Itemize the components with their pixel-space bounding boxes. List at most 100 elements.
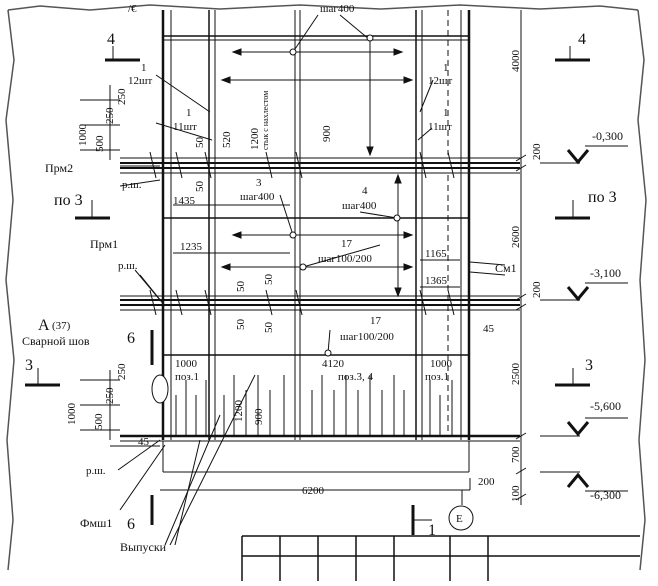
dim-r-100: 100 (510, 485, 522, 502)
section-mark-3-left: 3 (25, 357, 33, 374)
callout-a37-num: (37) (52, 320, 71, 332)
axis-e-bubble (448, 505, 474, 531)
dim-900-top: 900 (321, 125, 333, 142)
dim-1200-bot: 1200 (233, 400, 245, 423)
dim-f50-d: 50 (235, 319, 247, 331)
dim-r-4000: 4000 (510, 50, 522, 73)
level-markers (566, 145, 628, 492)
callout-rsh-1: р.ш. (122, 179, 142, 191)
starter-bars (175, 375, 453, 436)
dim-l-1000a: 1000 (77, 124, 89, 147)
pos-left-1000: 1000 (175, 358, 198, 370)
level-4: -6,300 (590, 488, 621, 502)
dim-520: 520 (221, 131, 233, 148)
internal-dimensions (173, 40, 460, 298)
dim-r-200a: 200 (531, 143, 543, 160)
leader-lines (155, 14, 506, 357)
dim-l-500a: 500 (94, 135, 106, 152)
pos-right: поз.1 (425, 371, 449, 383)
vertical-note: стык с нахлестом (261, 91, 270, 150)
dim-45-bot: 45 (138, 436, 150, 448)
section-cut-markers (25, 46, 590, 535)
dim-f50-c: 50 (235, 281, 247, 293)
qty-right-one-a: 1 (443, 62, 449, 74)
dim-r-700: 700 (510, 446, 522, 463)
step-17b-step: шаг100/200 (340, 331, 394, 343)
pos-mid: поз.3, 4 (338, 371, 373, 383)
step-4: 4 (362, 185, 368, 197)
dim-l-250d: 250 (104, 387, 116, 404)
dim-r-2500: 2500 (510, 363, 522, 386)
pos-right-1000: 1000 (430, 358, 453, 370)
band-ticks (149, 151, 455, 316)
qty-right-one-b: 1 (443, 107, 449, 119)
dim-l-250a: 250 (116, 88, 128, 105)
dim-r-2600: 2600 (510, 226, 522, 249)
section-po3-right: по 3 (588, 189, 617, 206)
dim-200-bot: 200 (478, 476, 495, 488)
dim-l-250b: 250 (104, 107, 116, 124)
dim-f50-f: 50 (263, 322, 275, 334)
callout-prm1: Прм1 (90, 237, 118, 251)
markers (151, 374, 474, 531)
callout-rsh-3: р.ш. (86, 465, 106, 477)
pos-left: поз.1 (175, 371, 199, 383)
right-dimension-chain (515, 10, 580, 505)
section-po3-left: по 3 (54, 192, 83, 209)
qty-left-one-a: 1 (141, 62, 147, 74)
dim-l-1000b: 1000 (66, 403, 78, 426)
dim-1165: 1165 (425, 248, 447, 260)
qty-left-one-b: 1 (186, 107, 192, 119)
header-fragment-left: /€ (128, 3, 137, 15)
callout-cm1: См1 (495, 261, 517, 275)
qty-right-11: 11шт (428, 121, 452, 133)
dim-45: 45 (483, 323, 495, 335)
section-mark-3-right: 3 (585, 357, 593, 374)
weld-oval (151, 374, 169, 404)
dim-1235: 1235 (180, 241, 203, 253)
qty-left-12: 12шт (128, 75, 152, 87)
torn-paper-frame (5, 4, 647, 571)
title-block (241, 535, 640, 581)
column-frame (120, 10, 520, 473)
dim-f50-b: 50 (194, 181, 206, 193)
callout-vypuski: Выпуски (120, 540, 167, 554)
qty-right-12: 12шт (428, 75, 452, 87)
dim-1365: 1365 (425, 275, 448, 287)
callout-fmsh1: Фмш1 (80, 516, 112, 530)
dim-6200: 6200 (302, 485, 325, 497)
section-mark-1: 1 (428, 522, 436, 539)
dim-f50-e: 50 (263, 274, 275, 286)
section-mark-4-right: 4 (578, 31, 586, 48)
dim-f50-a: 50 (194, 137, 206, 149)
level-3: -5,600 (590, 399, 621, 413)
left-dimension-ticks (80, 85, 471, 546)
callout-a37-letter: А (38, 317, 50, 334)
step-17a: 17 (341, 238, 353, 250)
dim-l-250c: 250 (116, 363, 128, 380)
header-fragment-center: шаг400 (320, 3, 355, 15)
step-3-step: шаг400 (240, 191, 275, 203)
dim-1200-top: 1200 (249, 128, 261, 151)
level-2: -3,100 (590, 266, 621, 280)
section-mark-4-left: 4 (107, 31, 115, 48)
qty-left-11: 11шт (173, 121, 197, 133)
section-mark-6-top: 6 (127, 330, 135, 347)
step-4-step: шаг400 (342, 200, 377, 212)
step-3: 3 (256, 177, 262, 189)
dim-r-200b: 200 (531, 281, 543, 298)
section-mark-6-bottom: 6 (127, 516, 135, 533)
callout-prm2: Прм2 (45, 161, 73, 175)
callout-weld: Сварной шов (22, 334, 90, 348)
level-1: -0,300 (592, 129, 623, 143)
dim-1435: 1435 (173, 195, 196, 207)
pos-mid-4120: 4120 (322, 358, 345, 370)
axis-e-label: Е (456, 513, 463, 525)
dim-l-500b: 500 (93, 413, 105, 430)
callout-rsh-2: р.ш. (118, 260, 138, 272)
step-17b: 17 (370, 315, 382, 327)
dim-900-bot: 900 (253, 408, 265, 425)
step-17a-step: шаг100/200 (318, 253, 372, 265)
